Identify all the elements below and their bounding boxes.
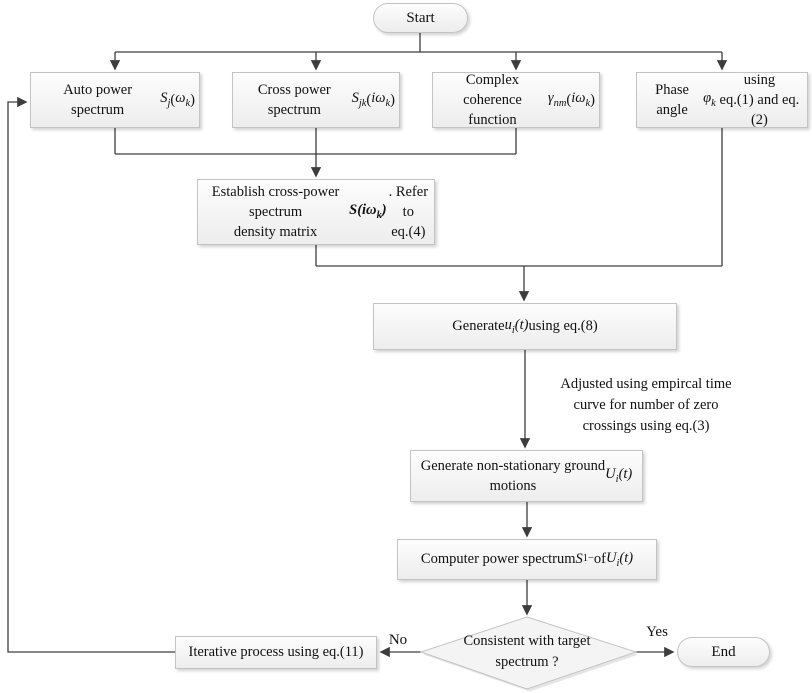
generate-ut-box: Generate ui(t) using eq.(8) [373,303,677,350]
decision-diamond [419,616,638,690]
yes-label: Yes [646,624,668,640]
iterative-process-box: Iterative process using eq.(11) [175,636,377,669]
edge-feedback-loop [7,96,175,653]
start-node: Start [373,3,468,33]
no-label: No [388,632,408,648]
end-node: End [677,637,770,667]
